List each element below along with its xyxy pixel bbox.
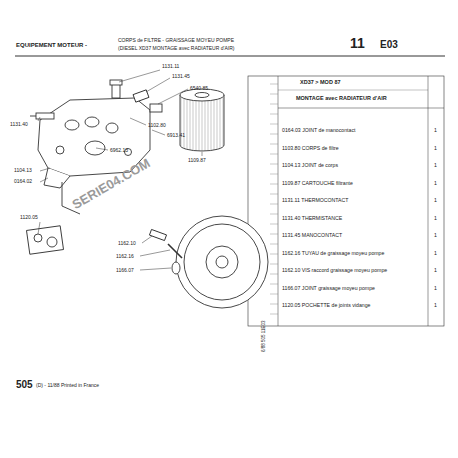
callout-number: 1131.11	[162, 64, 179, 69]
group-number: 11	[350, 36, 365, 50]
row-tick	[270, 254, 278, 255]
quantity: 1	[434, 198, 437, 203]
part-row: 1131.11 THERMOCONTACT	[282, 198, 349, 203]
row-tick	[270, 174, 278, 175]
row-tick	[270, 304, 278, 305]
part-row: 1104.13 JOINT de corps	[282, 163, 338, 168]
quantity: 1	[434, 268, 437, 273]
application-note: MONTAGE avec RADIATEUR d'AIR	[296, 96, 387, 102]
quantity: 1	[434, 251, 437, 256]
row-tick	[270, 184, 278, 185]
callout-number: 1131.40	[10, 122, 28, 127]
part-row: 1162.10 VIS raccord graissage moyeu pomp…	[282, 268, 387, 273]
part-row: 1103.80 CORPS de filtre	[282, 146, 339, 151]
callout-number: 1102.80	[148, 123, 166, 128]
row-tick	[270, 154, 278, 155]
quantity: 1	[434, 181, 437, 186]
part-row: 1131.40 THERMISTANCE	[282, 216, 342, 221]
callout-number: 1162.10	[118, 241, 136, 246]
quantity: 1	[434, 163, 437, 168]
part-row: 1166.07 JOINT graissage moyeu pompe	[282, 286, 375, 291]
callout-number: 1166.07	[116, 268, 134, 273]
section-subtitle: (DIESEL XD37 MONTAGE avec RADIATEUR d'AI…	[118, 46, 234, 51]
row-tick	[270, 264, 278, 265]
callout-number: 6540.85	[190, 86, 208, 91]
quantity: 1	[434, 233, 437, 238]
part-row: 0164.03 JOINT de manocontact	[282, 128, 355, 133]
quantity: 1	[434, 216, 437, 221]
page-heading: EQUIPEMENT MOTEUR -	[16, 42, 87, 48]
row-tick	[270, 234, 278, 235]
quantity: 1	[434, 303, 437, 308]
part-row: 1162.16 TUYAU de graissage moyeu pompe	[282, 251, 384, 256]
quantity: 1	[434, 286, 437, 291]
callout-number: 6962.13	[110, 148, 128, 153]
row-tick	[270, 314, 278, 315]
application-note: XD37 > MOD 87	[300, 80, 341, 86]
row-tick	[270, 134, 278, 135]
row-tick	[270, 284, 278, 285]
row-tick	[270, 94, 278, 95]
plate-number: E03	[380, 40, 398, 50]
callout-number: 1162.16	[116, 254, 134, 259]
row-tick	[270, 204, 278, 205]
callout-number: 1109.87	[188, 158, 206, 163]
catalog-number: 505	[16, 380, 33, 390]
callout-number: 0164.02	[14, 179, 32, 184]
section-title: CORPS de FILTRE - GRAISSAGE MOYEU POMPE	[118, 38, 234, 43]
row-tick	[270, 144, 278, 145]
row-tick	[270, 214, 278, 215]
callout-number: 1131.45	[172, 74, 190, 79]
row-tick	[270, 124, 278, 125]
side-reference: 6/88 505 11E03	[262, 321, 267, 352]
callout-number: 1104.13	[14, 168, 32, 173]
row-tick	[270, 84, 278, 85]
callout-number: 6913.41	[167, 133, 185, 138]
callout-number: 1120.05	[20, 215, 38, 220]
row-tick	[270, 114, 278, 115]
row-tick	[270, 274, 278, 275]
print-note: (D) - 11/88 Printed in France	[36, 383, 99, 388]
part-row: 1120.05 POCHETTE de joints vidange	[282, 303, 370, 308]
quantity: 1	[434, 146, 437, 151]
part-row: 1109.87 CARTOUCHE filtrante	[282, 181, 353, 186]
row-tick	[270, 104, 278, 105]
row-tick	[270, 244, 278, 245]
row-tick	[270, 194, 278, 195]
row-tick	[270, 164, 278, 165]
row-tick	[270, 224, 278, 225]
row-tick	[270, 294, 278, 295]
part-row: 1131.45 MANOCONTACT	[282, 233, 342, 238]
quantity: 1	[434, 128, 437, 133]
